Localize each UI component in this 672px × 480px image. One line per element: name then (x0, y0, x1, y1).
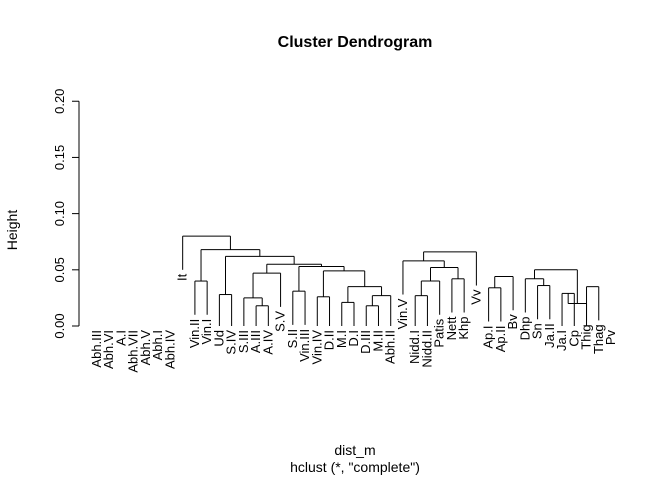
chart-title: Cluster Dendrogram (278, 34, 433, 51)
leaf-label: Ja.II (542, 323, 557, 348)
y-tick-label: 0.20 (52, 89, 67, 114)
y-tick-label: 0.15 (52, 145, 67, 170)
leaf-label: Khp (456, 317, 471, 340)
y-axis-label: Height (4, 210, 20, 251)
leaf-label: It (175, 273, 190, 281)
leaf-label: S.II (285, 329, 300, 349)
x-axis-label: dist_m (334, 442, 375, 458)
leaf-label: Ap.II (493, 326, 508, 353)
leaf-label: Abh.I (150, 330, 165, 360)
leaf-label: D.I (346, 330, 361, 347)
leaf-label: Pv (603, 330, 618, 346)
leaf-label: Nett (444, 316, 459, 340)
leaf-label: M.II (370, 330, 385, 352)
leaf-label: Ap.I (481, 326, 496, 349)
leaf-label: Nidd.I (407, 330, 422, 364)
leaf-label: A.III (248, 330, 263, 353)
leaf-label: Vin.III (297, 329, 312, 362)
leaf-label: Vin.I (199, 319, 214, 345)
y-axis: 0.00 0.05 0.10 0.15 0.20 (52, 89, 80, 339)
leaf-label: D.III (358, 330, 373, 354)
leaf-label: Abh.V (138, 330, 153, 366)
leaf-label: S.III (236, 330, 251, 353)
x-axis-sub-label: hclust (*, "complete") (290, 459, 420, 475)
leaf-label: Patis (432, 318, 447, 347)
leaf-label: Sn (530, 323, 545, 339)
leaf-label: Thig (579, 324, 594, 349)
leaf-label: Vin.V (395, 298, 410, 329)
y-tick-label: 0.05 (52, 257, 67, 282)
leaf-label: Thag (591, 324, 606, 354)
y-tick-label: 0.10 (52, 201, 67, 226)
leaf-label: S.IV (224, 330, 239, 355)
leaf-label: Abh.IV (162, 330, 177, 369)
dendrogram-tree (182, 235, 600, 326)
y-tick-label: 0.00 (52, 313, 67, 338)
leaf-label: Bv (505, 314, 520, 330)
leaf-label: Dhp (517, 317, 532, 341)
leaf-label: Abh.VI (101, 330, 116, 369)
leaf-label: Abh.II (383, 330, 398, 364)
leaf-label: Vv (468, 289, 483, 305)
leaf-label: Ja.I (554, 330, 569, 351)
leaf-label: S.V (273, 311, 288, 332)
leaf-label: Vin.IV (309, 330, 324, 365)
leaf-label: Abh.VII (126, 330, 141, 373)
leaf-label: Cp (566, 330, 581, 347)
leaf-label: Abh.III (89, 330, 104, 368)
leaf-label: D.II (322, 330, 337, 350)
leaf-label: Ud (211, 330, 226, 347)
leaf-label: A.I (113, 330, 128, 346)
leaf-label: Vin.II (187, 319, 202, 348)
leaf-label: Nidd.II (419, 330, 434, 368)
leaf-label: M.I (334, 330, 349, 348)
leaf-label: A.IV (260, 330, 275, 355)
